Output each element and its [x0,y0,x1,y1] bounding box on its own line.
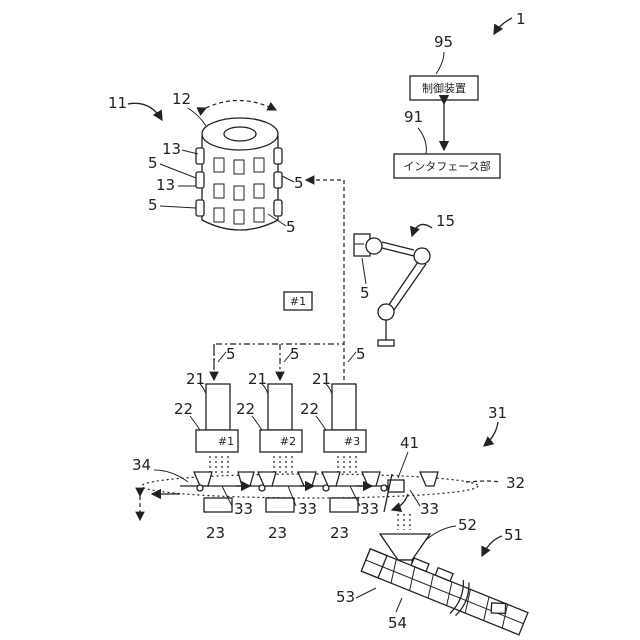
robot-ref: 15 [436,212,455,230]
unit-3-cup-ref: 33 [360,500,379,518]
drum-hole [224,127,256,141]
interface-leader [418,128,426,154]
slot-ref-1: 13 [162,140,181,158]
container-ref-right-1: 5 [294,174,304,192]
hopper-ref: 52 [458,516,477,534]
controller-label: 制御装置 [422,81,466,95]
gate-ref: 41 [400,434,419,452]
robot-link-2 [388,262,418,306]
unit-3-base-ref: 23 [330,524,349,542]
unit-3-body [332,384,356,430]
conveyor-leader [484,422,498,446]
unit-2-base-ref: 23 [268,524,287,542]
rotation-arrow [206,100,276,110]
slot-ref-2: 13 [156,176,175,194]
controller-leader [436,52,444,74]
robot-arm: 15 5 [354,212,455,346]
unit-3-label: #3 [344,435,360,448]
unit-1-label: #1 [218,435,234,448]
unit-3-body-ref: 21 [312,370,331,388]
unit-1-body [206,384,230,430]
unit-2-cup-ref: 33 [298,500,317,518]
unit-2-container-ref: 5 [290,345,300,363]
robot-container-ref: 5 [360,284,370,302]
screw-bottom-ref: 54 [388,614,407,632]
screw-feeder: 51 53 54 [336,526,531,640]
unit-3-head-ref: 22 [300,400,319,418]
route-label: #1 [290,295,306,308]
unit-2-base [266,498,294,512]
figure-number-leader [494,18,512,34]
unit-2-head-ref: 22 [236,400,255,418]
track-ref: 32 [506,474,525,492]
unit-1-container-ref: 5 [226,345,236,363]
conveyor-extra-cup-ref: 33 [420,500,439,518]
storage-ref: 11 [108,94,127,112]
unit-1-base [204,498,232,512]
unit-2-body [268,384,292,430]
screw-ref: 51 [504,526,523,544]
interface-ref: 91 [404,108,423,126]
unit-1-body-ref: 21 [186,370,205,388]
robot-joint-1 [366,238,382,254]
unit-1-head-ref: 22 [174,400,193,418]
route-label-box: #1 [284,292,312,310]
robot-joint-2 [414,248,430,264]
gate: 41 [384,434,419,512]
track-leader [466,481,500,482]
unit-1-cup-ref: 33 [234,500,253,518]
conveyor: 31 32 34 33 [132,404,525,520]
container-ref-left-2: 5 [148,196,158,214]
screw-leader [482,536,502,556]
interface-label: インタフェース部 [403,159,490,173]
figure-number-group: 1 [494,10,526,34]
screw-body-ref: 53 [336,588,355,606]
unit-1-base-ref: 23 [206,524,225,542]
container-ref-right-2: 5 [286,218,296,236]
belt-ref: 34 [132,456,151,474]
storage-drum: 11 12 13 5 13 5 5 [108,90,304,236]
storage-top-leader [188,108,206,126]
storage-leader [128,103,162,120]
conveyor-ref: 31 [488,404,507,422]
return-line [306,180,344,380]
robot-joint-3 [378,304,394,320]
robot-base [378,340,394,346]
container-ref-left-1: 5 [148,154,158,172]
storage-top-ref: 12 [172,90,191,108]
robot-leader [412,224,432,236]
controller-block: 95 制御装置 [410,33,478,100]
unit-3-base [330,498,358,512]
unit-3-container-ref: 5 [356,345,366,363]
figure-number: 1 [516,10,526,28]
unit-2-body-ref: 21 [248,370,267,388]
controller-ref: 95 [434,33,453,51]
interface-block: 91 インタフェース部 [394,108,500,178]
unit-2-label: #2 [280,435,296,448]
